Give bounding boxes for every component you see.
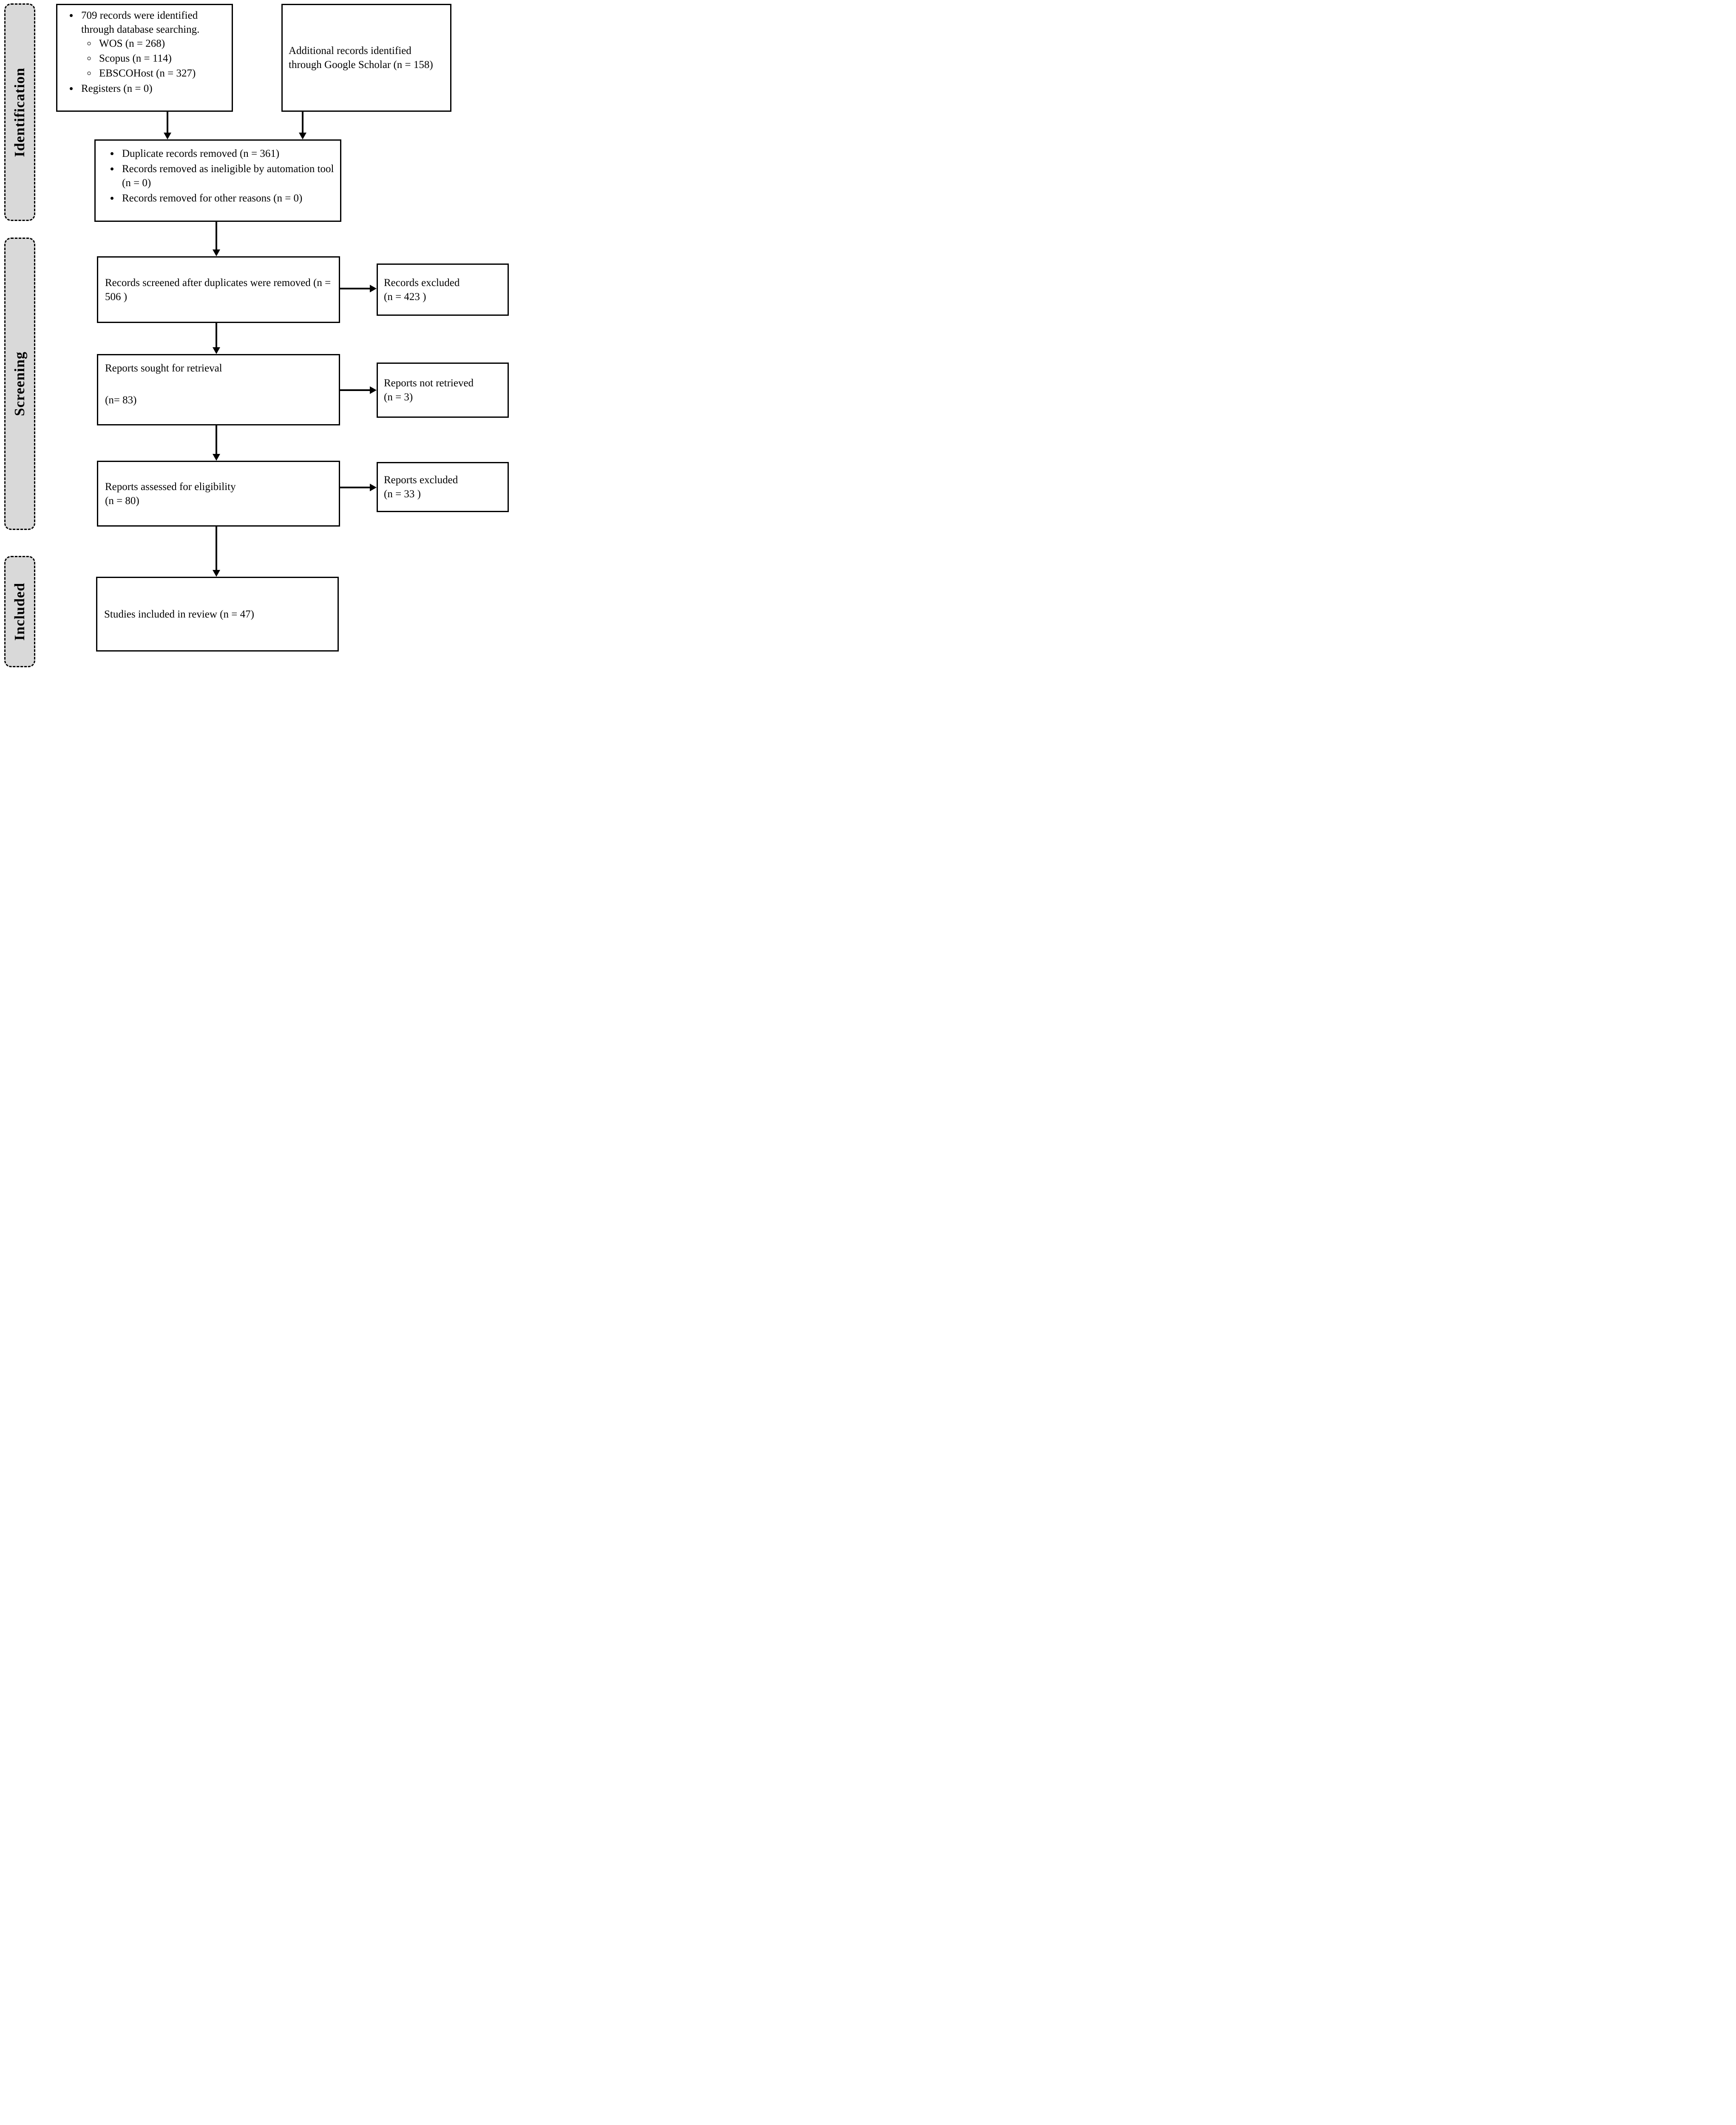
records-removed-list: Duplicate records removed (n = 361) Reco…: [100, 147, 335, 205]
box-text-line2: (n = 3): [384, 391, 413, 403]
list-item-text: EBSCOHost (n = 327): [99, 68, 196, 79]
list-item: Records removed for other reasons (n = 0…: [119, 191, 335, 205]
list-item-text: Duplicate records removed (n = 361): [122, 148, 280, 159]
arrow-database-to-duplicates: [167, 112, 168, 133]
stage-label-screening: Screening: [11, 351, 28, 416]
arrow-assessed-to-included: [216, 527, 217, 570]
list-item-text: 709 records were identified through data…: [81, 10, 200, 35]
arrow-screened-to-sought: [216, 323, 217, 347]
box-text-line1: Reports not retrieved: [384, 377, 474, 389]
box-records-screened: Records screened after duplicates were r…: [97, 256, 340, 323]
arrow-screened-to-records-excluded: [340, 288, 370, 289]
list-item-text: Registers (n = 0): [81, 83, 153, 94]
box-text-line1: Records excluded: [384, 277, 460, 289]
list-item: 709 records were identified through data…: [79, 8, 227, 80]
box-records-excluded: Records excluded (n = 423 ): [377, 264, 509, 316]
list-item-text: Records removed for other reasons (n = 0…: [122, 193, 303, 204]
list-item-text: WOS (n = 268): [99, 38, 165, 49]
box-reports-excluded: Reports excluded (n = 33 ): [377, 462, 509, 512]
box-text-line2: (n = 33 ): [384, 488, 421, 500]
database-sources-sublist: WOS (n = 268) Scopus (n = 114) EBSCOHost…: [81, 37, 227, 80]
database-records-list: 709 records were identified through data…: [59, 8, 227, 96]
stage-panel-included: Included: [4, 556, 35, 667]
arrow-scholar-to-duplicates: [302, 112, 304, 133]
prisma-flow-diagram: Identification Screening Included 709 re…: [0, 0, 511, 671]
box-text-line2: (n= 83): [105, 394, 137, 406]
box-studies-included: Studies included in review (n = 47): [96, 577, 339, 652]
box-text: Additional records identified through Go…: [289, 45, 433, 71]
box-records-removed: Duplicate records removed (n = 361) Reco…: [94, 139, 341, 222]
arrow-duplicates-to-screened: [216, 222, 217, 249]
box-text-line1: Reports sought for retrieval: [105, 363, 222, 374]
list-item: Records removed as ineligible by automat…: [119, 162, 335, 190]
arrow-sought-to-assessed: [216, 425, 217, 454]
box-text-line1: Reports excluded: [384, 474, 458, 486]
box-reports-assessed: Reports assessed for eligibility (n = 80…: [97, 461, 340, 527]
stage-label-identification: Identification: [11, 67, 28, 157]
box-text: Studies included in review (n = 47): [104, 608, 254, 620]
arrow-sought-to-not-retrieved: [340, 389, 370, 391]
box-database-records: 709 records were identified through data…: [56, 4, 233, 112]
box-text-line2: (n = 80): [105, 495, 139, 507]
arrow-assessed-to-reports-excluded: [340, 487, 370, 488]
box-reports-sought: Reports sought for retrieval (n= 83): [97, 354, 340, 425]
list-item-text: Records removed as ineligible by automat…: [122, 163, 334, 189]
box-text-line1: Reports assessed for eligibility: [105, 481, 236, 493]
list-item: Duplicate records removed (n = 361): [119, 147, 335, 161]
stage-panel-identification: Identification: [4, 3, 35, 221]
box-google-scholar-records: Additional records identified through Go…: [281, 4, 451, 112]
box-reports-not-retrieved: Reports not retrieved (n = 3): [377, 363, 509, 418]
list-item: Scopus (n = 114): [96, 51, 227, 65]
stage-panel-screening: Screening: [4, 238, 35, 530]
box-text: Records screened after duplicates were r…: [105, 277, 331, 303]
stage-label-included: Included: [11, 582, 28, 641]
list-item-text: Scopus (n = 114): [99, 53, 172, 64]
box-text-line2: (n = 423 ): [384, 291, 426, 303]
list-item: EBSCOHost (n = 327): [96, 66, 227, 80]
list-item: Registers (n = 0): [79, 82, 227, 96]
list-item: WOS (n = 268): [96, 37, 227, 51]
